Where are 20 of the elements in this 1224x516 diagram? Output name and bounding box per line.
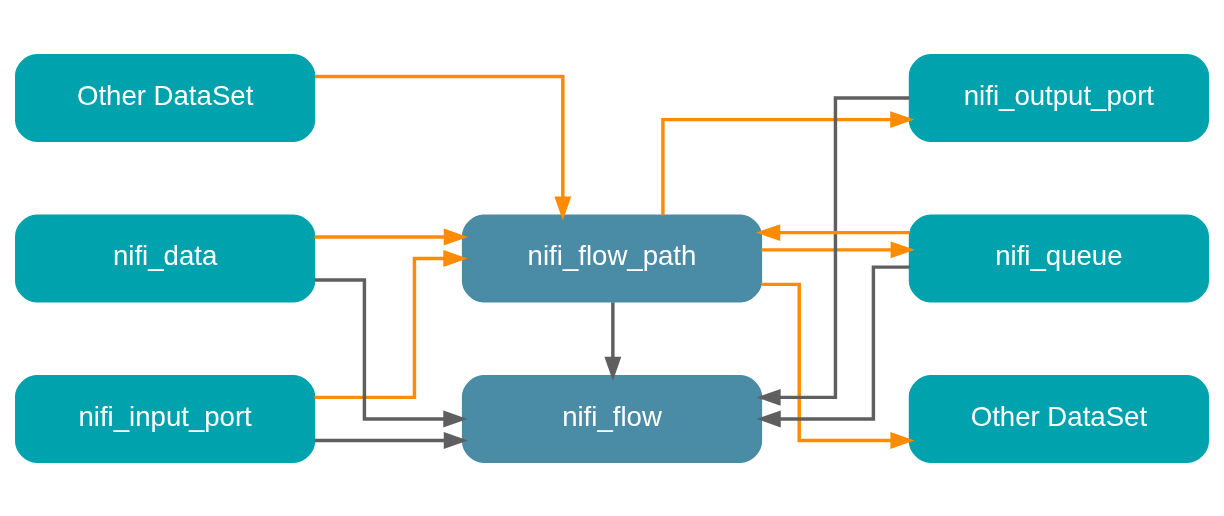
arrow — [756, 223, 910, 241]
arrow — [756, 95, 910, 406]
arrow — [314, 277, 468, 427]
node-box: Other DataSet — [908, 374, 1209, 463]
arrow — [761, 240, 915, 258]
arrow — [661, 110, 915, 215]
node-box: nifi_output_port — [908, 53, 1209, 142]
arrow — [761, 282, 915, 449]
node-box: nifi_input_port — [15, 374, 316, 463]
node-box: Other DataSet — [15, 53, 316, 142]
arrow — [314, 227, 468, 245]
arrow — [314, 431, 468, 449]
node-box: nifi_flow — [461, 374, 763, 463]
arrow — [604, 301, 622, 381]
arrow — [314, 74, 572, 221]
arrow — [314, 249, 468, 399]
node-box: nifi_data — [15, 214, 316, 302]
arrow — [756, 264, 910, 427]
node-box: nifi_flow_path — [461, 214, 763, 302]
node-box: nifi_queue — [908, 214, 1209, 302]
